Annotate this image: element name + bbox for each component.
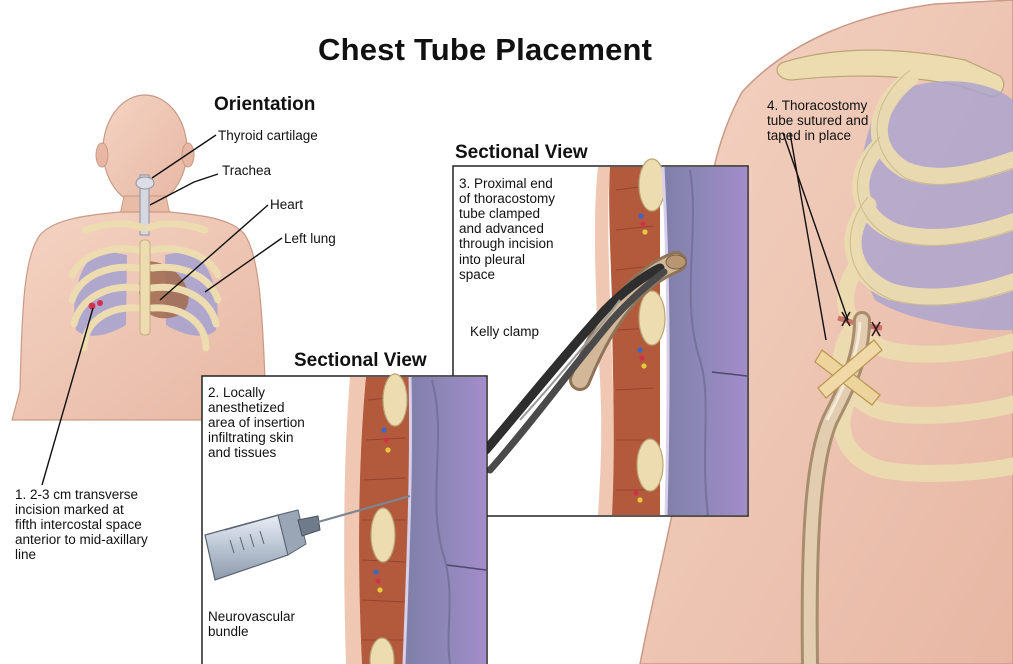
orientation-heading: Orientation <box>214 94 315 115</box>
step4-label: 4. Thoracostomy tube sutured and taped i… <box>767 98 868 143</box>
left-lung-label: Left lung <box>284 231 336 246</box>
heart-label: Heart <box>270 197 303 212</box>
neurovascular-bundle-label: Neurovascular bundle <box>208 609 295 639</box>
step2-label: 2. Locally anesthetized area of insertio… <box>208 385 305 461</box>
kelly-clamp-label: Kelly clamp <box>470 324 539 339</box>
step3-label: 3. Proximal end of thoracostomy tube cla… <box>459 176 555 282</box>
figure-title: Chest Tube Placement <box>318 33 652 68</box>
lower-sectional-heading: Sectional View <box>294 350 427 371</box>
sternum <box>140 240 150 335</box>
thyroid-cartilage-label: Thyroid cartilage <box>218 128 318 143</box>
upper-sectional-heading: Sectional View <box>455 142 588 163</box>
orientation-figure <box>12 95 280 420</box>
trachea-label: Trachea <box>222 163 271 178</box>
step1-label: 1. 2-3 cm transverse incision marked at … <box>15 487 148 563</box>
